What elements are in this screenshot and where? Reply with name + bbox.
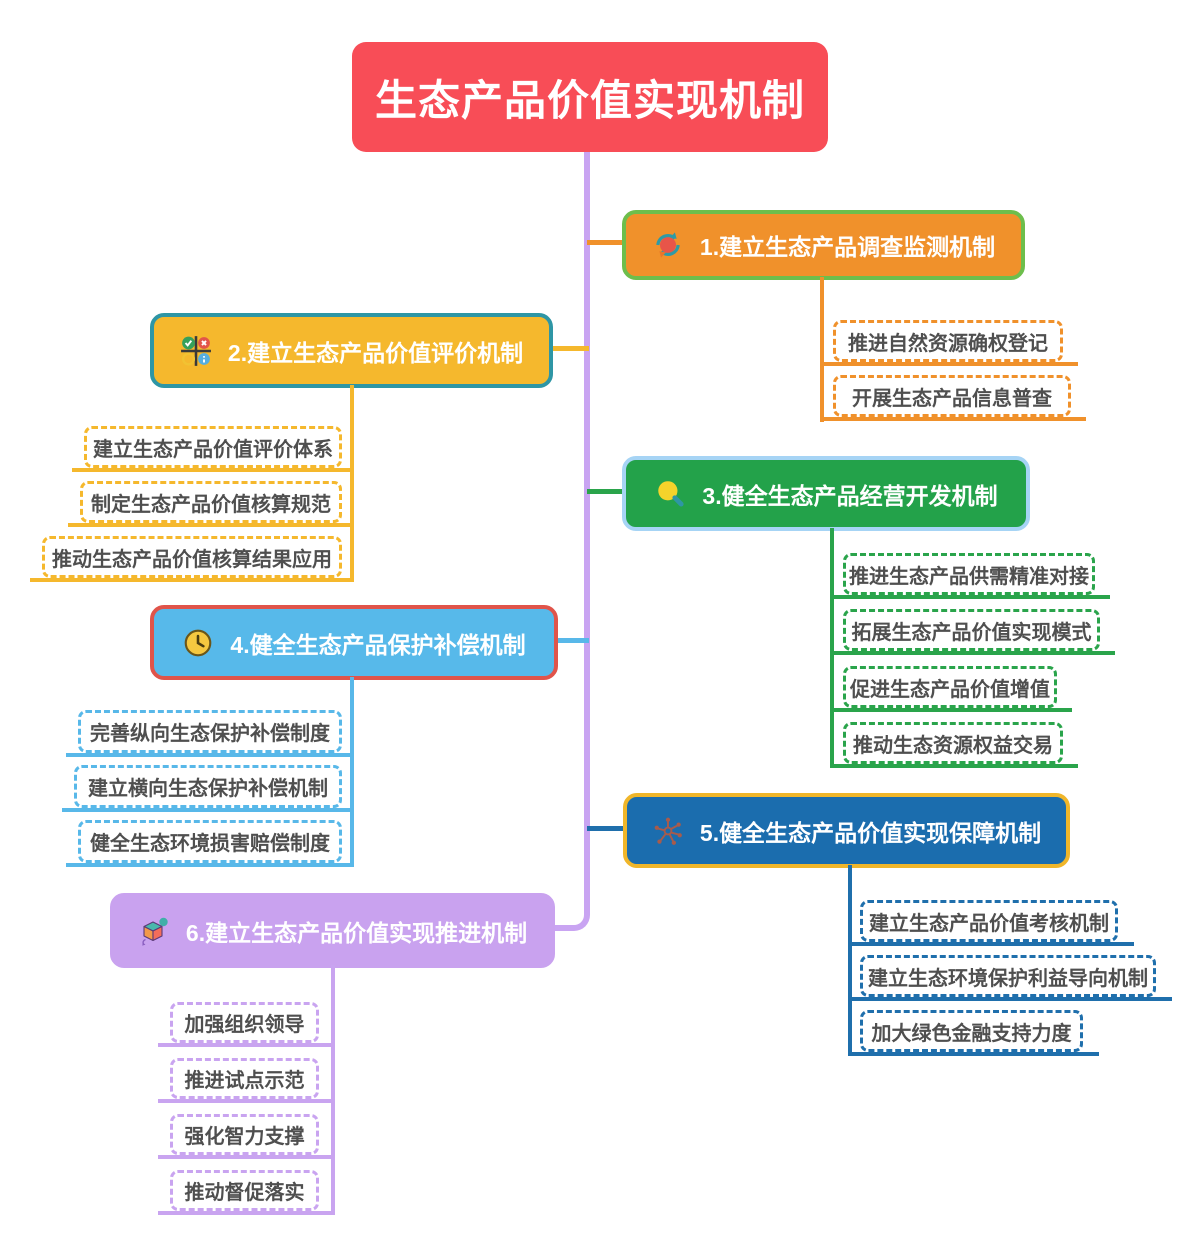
leaf-label: 推进自然资源确权登记 [848, 332, 1048, 355]
spine-line [584, 148, 590, 882]
branch-6-children-line [331, 965, 335, 1214]
leaf-item[interactable]: 推进试点示范 [170, 1058, 319, 1099]
branch-2-connector [549, 346, 589, 351]
leaf-item[interactable]: 强化智力支撑 [170, 1114, 319, 1155]
leaf-underline [158, 1211, 335, 1215]
leaf-label: 拓展生态产品价值实现模式 [851, 621, 1092, 644]
leaf-label: 促进生态产品价值增值 [850, 678, 1050, 701]
magnifier-icon [654, 478, 686, 510]
leaf-underline [68, 523, 354, 527]
root-topic[interactable]: 生态产品价值实现机制 [352, 42, 828, 152]
network-icon [652, 815, 684, 847]
leaf-item[interactable]: 加强组织领导 [170, 1002, 319, 1043]
branch-1-connector [587, 240, 625, 245]
leaf-label: 开展生态产品信息普查 [852, 387, 1052, 410]
branch-2-label: 2.建立生态产品价值评价机制 [227, 339, 524, 366]
branch-1-topic[interactable]: 1.建立生态产品调查监测机制 [622, 210, 1025, 280]
branch-1-label: 1.建立生态产品调查监测机制 [699, 234, 996, 260]
leaf-label: 完善纵向生态保护补偿制度 [90, 723, 330, 745]
leaf-label: 推动督促落实 [184, 1182, 305, 1204]
leaf-item[interactable]: 建立生态环境保护利益导向机制 [860, 955, 1156, 997]
leaf-label: 强化智力支撑 [184, 1126, 305, 1148]
leaf-item[interactable]: 推动生态资源权益交易 [843, 722, 1063, 764]
leaf-label: 推动生态产品价值核算结果应用 [52, 548, 332, 571]
leaf-item[interactable]: 制定生态产品价值核算规范 [80, 481, 342, 523]
leaf-underline [848, 997, 1172, 1001]
leaf-label: 建立生态产品价值评价体系 [93, 438, 333, 461]
leaf-item[interactable]: 建立横向生态保护补偿机制 [74, 765, 342, 808]
leaf-item[interactable]: 完善纵向生态保护补偿制度 [78, 710, 342, 753]
leaf-underline [158, 1043, 335, 1047]
root-topic-label: 生态产品价值实现机制 [374, 76, 805, 124]
leaf-item[interactable]: 推进生态产品供需精准对接 [843, 553, 1095, 595]
leaf-underline [62, 808, 354, 812]
branch-3-children-line [830, 528, 834, 766]
leaf-item[interactable]: 健全生态环境损害赔偿制度 [78, 820, 342, 863]
leaf-underline [830, 595, 1110, 599]
branch-4-topic[interactable]: 4.健全生态产品保护补偿机制 [150, 605, 558, 680]
leaf-item[interactable]: 促进生态产品价值增值 [843, 666, 1057, 708]
leaf-label: 建立生态环境保护利益导向机制 [868, 967, 1148, 990]
leaf-label: 加强组织领导 [184, 1014, 305, 1036]
leaf-label: 制定生态产品价值核算规范 [91, 493, 331, 516]
branch-5-topic[interactable]: 5.健全生态产品价值实现保障机制 [623, 793, 1070, 868]
leaf-underline [820, 417, 1086, 421]
leaf-underline [830, 708, 1072, 712]
leaf-underline [72, 468, 354, 472]
leaf-underline [158, 1155, 335, 1159]
leaf-label: 建立横向生态保护补偿机制 [88, 778, 328, 800]
leaf-item[interactable]: 加大绿色金融支持力度 [860, 1010, 1083, 1052]
cube-icon [138, 915, 170, 947]
leaf-item[interactable]: 推动生态产品价值核算结果应用 [42, 536, 342, 578]
leaf-label: 加大绿色金融支持力度 [871, 1022, 1072, 1045]
branch-1-children-line [820, 277, 824, 422]
leaf-item[interactable]: 建立生态产品价值评价体系 [84, 426, 342, 468]
leaf-label: 健全生态环境损害赔偿制度 [90, 833, 330, 855]
leaf-underline [30, 578, 354, 582]
branch-6-label: 6.建立生态产品价值实现推进机制 [185, 919, 528, 946]
sync-icon [652, 229, 684, 261]
branch-4-children-line [350, 677, 354, 865]
branch-5-children-line [848, 865, 852, 1054]
leaf-underline [848, 1052, 1099, 1056]
leaf-label: 推进试点示范 [184, 1070, 305, 1092]
branch-6-topic[interactable]: 6.建立生态产品价值实现推进机制 [110, 893, 555, 968]
leaf-underline [830, 764, 1078, 768]
leaf-item[interactable]: 开展生态产品信息普查 [833, 375, 1071, 417]
branch-2-topic[interactable]: 2.建立生态产品价值评价机制 [150, 313, 553, 388]
leaf-item[interactable]: 拓展生态产品价值实现模式 [843, 609, 1100, 651]
leaf-item[interactable]: 建立生态产品价值考核机制 [860, 900, 1118, 942]
leaf-label: 推进生态产品供需精准对接 [849, 565, 1089, 588]
leaf-label: 推动生态资源权益交易 [853, 734, 1053, 757]
branch-4-label: 4.健全生态产品保护补偿机制 [230, 631, 526, 658]
test-grid-icon [180, 335, 212, 367]
leaf-underline [848, 942, 1134, 946]
branch-5-connector [587, 826, 625, 831]
branch-4-connector [554, 638, 589, 643]
leaf-item[interactable]: 推动督促落实 [170, 1170, 319, 1211]
clock-icon [182, 627, 214, 659]
branch-3-label: 3.健全生态产品经营开发机制 [702, 482, 998, 509]
leaf-underline [820, 362, 1078, 366]
branch-2-children-line [350, 385, 354, 581]
branch-3-topic[interactable]: 3.健全生态产品经营开发机制 [622, 456, 1030, 531]
branch-5-label: 5.健全生态产品价值实现保障机制 [699, 819, 1042, 846]
leaf-underline [158, 1099, 335, 1103]
spine-corner-line [553, 880, 590, 931]
leaf-item[interactable]: 推进自然资源确权登记 [833, 320, 1063, 362]
leaf-label: 建立生态产品价值考核机制 [869, 912, 1109, 935]
leaf-underline [830, 651, 1115, 655]
leaf-underline [66, 753, 354, 757]
branch-3-connector [587, 489, 625, 494]
leaf-underline [66, 863, 354, 867]
